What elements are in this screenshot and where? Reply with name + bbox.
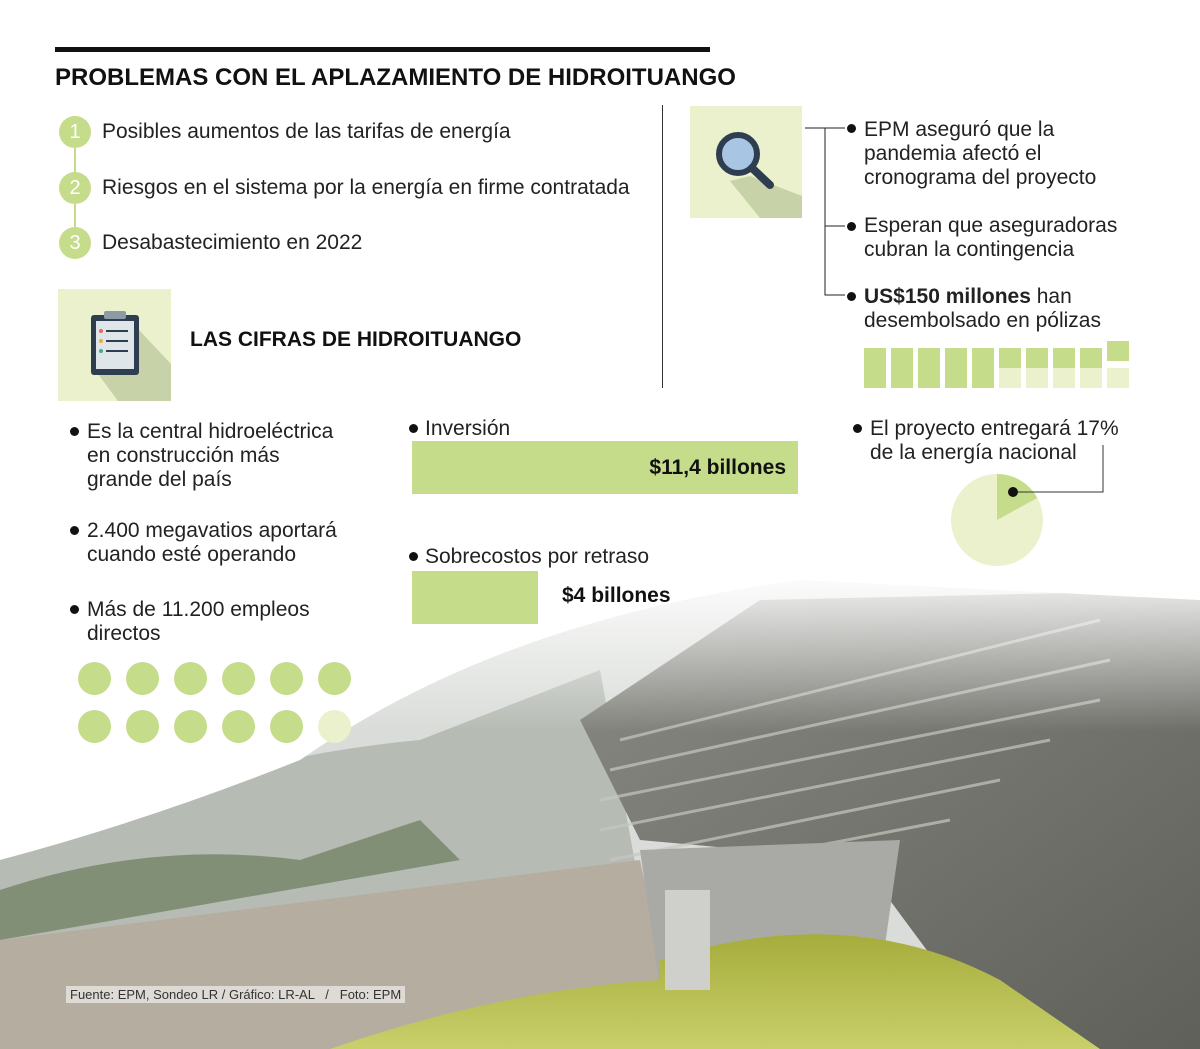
policy-square: [972, 348, 994, 368]
policy-square: [1026, 348, 1048, 368]
employee-circle: [318, 662, 351, 695]
employee-circle: [318, 710, 351, 743]
clipboard-icon: [58, 289, 171, 401]
employee-circle: [126, 710, 159, 743]
pie-slice-17: [997, 474, 1038, 520]
policy-square: [891, 368, 913, 388]
line: EPM aseguró que la: [864, 118, 1055, 141]
policy-square: [1107, 368, 1129, 388]
investment-bar: $11,4 billones: [412, 441, 798, 494]
policy-square: [918, 348, 940, 368]
problem-item: Posibles aumentos de las tarifas de ener…: [102, 120, 511, 143]
policy-square: [864, 348, 886, 368]
bullet: [847, 222, 856, 231]
figures-heading: LAS CIFRAS DE HIDROITUANGO: [190, 328, 522, 351]
bullet: [70, 427, 79, 436]
employee-circle: [270, 662, 303, 695]
line: pandemia afectó el: [864, 142, 1042, 165]
number-badge: 2: [59, 172, 91, 204]
overrun-bar: [412, 571, 538, 624]
energy-pie: [951, 445, 1104, 566]
line: cronograma del proyecto: [864, 166, 1097, 189]
employee-circle: [222, 662, 255, 695]
line: cubran la contingencia: [864, 238, 1075, 261]
policy-square: [1053, 348, 1075, 368]
problem-item: Desabastecimiento en 2022: [102, 231, 363, 254]
overrun-label: Sobrecostos por retraso: [425, 545, 650, 568]
bullet: [847, 292, 856, 301]
energy-text: El proyecto entregará 17%de la energía n…: [870, 417, 1119, 464]
policy-square: [945, 368, 967, 388]
divider: [662, 105, 663, 388]
problem-item: Riesgos en el sistema por la energía en …: [102, 176, 630, 199]
investment-value: $11,4 billones: [649, 455, 786, 479]
epm-note-3: US$150 millones han desembolsado en póli…: [864, 285, 1101, 333]
policy-square: [864, 368, 886, 388]
pie-leader-line: [1013, 445, 1104, 493]
amount: US$150 millones: [864, 285, 1031, 308]
policy-square: [918, 368, 940, 388]
policy-square: [972, 368, 994, 388]
number-badge: 1: [59, 116, 91, 148]
magnifier-icon: [690, 106, 802, 218]
bullet: [70, 605, 79, 614]
bullet: [847, 124, 856, 133]
policy-square: [945, 348, 967, 368]
line: han: [1030, 285, 1072, 308]
number-badge: 3: [59, 227, 91, 259]
footer-credit: Fuente: EPM, Sondeo LR / Gráfico: LR-AL …: [66, 986, 406, 1003]
line: Esperan que aseguradoras: [864, 214, 1118, 237]
bracket-connector: [805, 127, 845, 296]
policy-square: [999, 368, 1021, 388]
title-rule: [55, 47, 710, 52]
policy-square: [1026, 368, 1048, 388]
employee-circle: [78, 662, 111, 695]
employee-circle: [78, 710, 111, 743]
overrun-value: $4 billones: [562, 584, 671, 607]
pie-leader-dot: [1008, 487, 1018, 497]
policy-square: [891, 348, 913, 368]
line: desembolsado en pólizas: [864, 309, 1101, 332]
policy-square: [1107, 341, 1129, 361]
page-title: PROBLEMAS CON EL APLAZAMIENTO DE HIDROIT…: [55, 64, 736, 91]
policy-square: [1080, 368, 1102, 388]
policy-square: [1080, 348, 1102, 368]
policy-square: [1053, 368, 1075, 388]
bullet: [409, 552, 418, 561]
policy-squares: [864, 341, 1144, 388]
investment-label: Inversión: [425, 417, 511, 440]
employee-circle: [126, 662, 159, 695]
bullet: [853, 424, 862, 433]
employee-circle: [174, 662, 207, 695]
policy-square: [999, 348, 1021, 368]
employee-circle: [222, 710, 255, 743]
employee-circle: [174, 710, 207, 743]
employee-circle: [270, 710, 303, 743]
bullet: [409, 424, 418, 433]
bullet: [70, 526, 79, 535]
